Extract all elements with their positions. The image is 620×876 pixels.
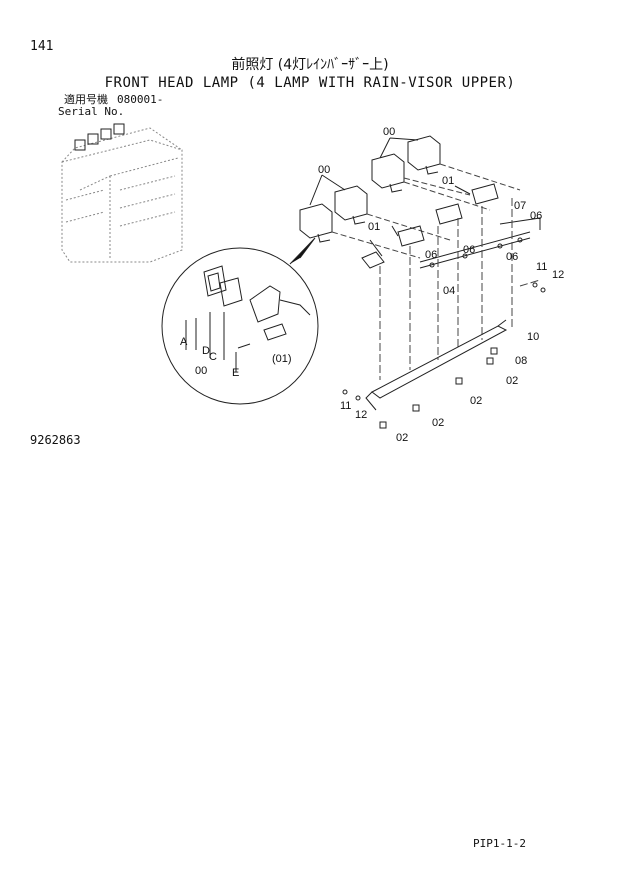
callout-01: 01 [442, 175, 454, 187]
lamp-head [407, 135, 441, 175]
title-english: FRONT HEAD LAMP (4 LAMP WITH RAIN-VISOR … [104, 75, 516, 91]
callout-06: 06 [463, 244, 475, 256]
bolt [455, 377, 463, 385]
callout-01: 01 [368, 221, 380, 233]
callout-11: 11 [536, 261, 547, 273]
callout-E: E [232, 367, 239, 379]
bolt [379, 421, 387, 429]
lamp-bracket [391, 225, 425, 247]
serial-label-english: Serial No. [58, 105, 125, 118]
callout-D: D [202, 345, 210, 357]
callout-00: 00 [383, 126, 395, 138]
lamp-bracket [361, 239, 385, 269]
bolt [412, 404, 420, 412]
callout-12: 12 [355, 409, 367, 421]
callout-02: 02 [470, 395, 482, 407]
callout-07: 07 [514, 200, 526, 212]
serial-label-japanese: 適用号機 [64, 93, 108, 106]
callout-04: 04 [443, 285, 455, 297]
callout-10: 10 [527, 331, 539, 343]
callout-02: 02 [432, 417, 444, 429]
callout-06: 06 [530, 210, 542, 222]
support-stay [365, 319, 508, 411]
page-reference: PIP1-1-2 [473, 837, 526, 850]
callout-08: 08 [515, 355, 527, 367]
drawing-number: 9262863 [30, 433, 81, 447]
page-number: 141 [30, 39, 54, 54]
callout-02: 02 [396, 432, 408, 444]
serial-code: 080001- [117, 93, 164, 106]
title-japanese: 前照灯 (4灯ﾚｲﾝﾊﾞｰｻﾞｰ上) [231, 57, 389, 73]
callout-01: (01) [272, 353, 292, 365]
bolt [490, 347, 498, 355]
bolt [486, 357, 494, 365]
callout-12: 12 [552, 269, 564, 281]
callout-02: 02 [506, 375, 518, 387]
machine-thumbnail [61, 127, 183, 263]
washer [532, 282, 546, 293]
callout-00: 00 [318, 164, 330, 176]
callout-00: 00 [195, 365, 207, 377]
lamp-bracket [454, 183, 499, 205]
washer [342, 389, 361, 401]
detail-view-circle [161, 237, 319, 405]
lamp-bracket [435, 203, 463, 225]
callout-06: 06 [425, 249, 437, 261]
lamp-head [299, 203, 333, 243]
callout-06: 06 [506, 251, 518, 263]
lamp-head [334, 185, 368, 225]
callout-11: 11 [340, 400, 351, 412]
callout-A: A [180, 336, 188, 348]
thumbnail-lamps [74, 123, 125, 151]
callout-C: C [209, 351, 217, 363]
lamp-head [371, 153, 405, 193]
